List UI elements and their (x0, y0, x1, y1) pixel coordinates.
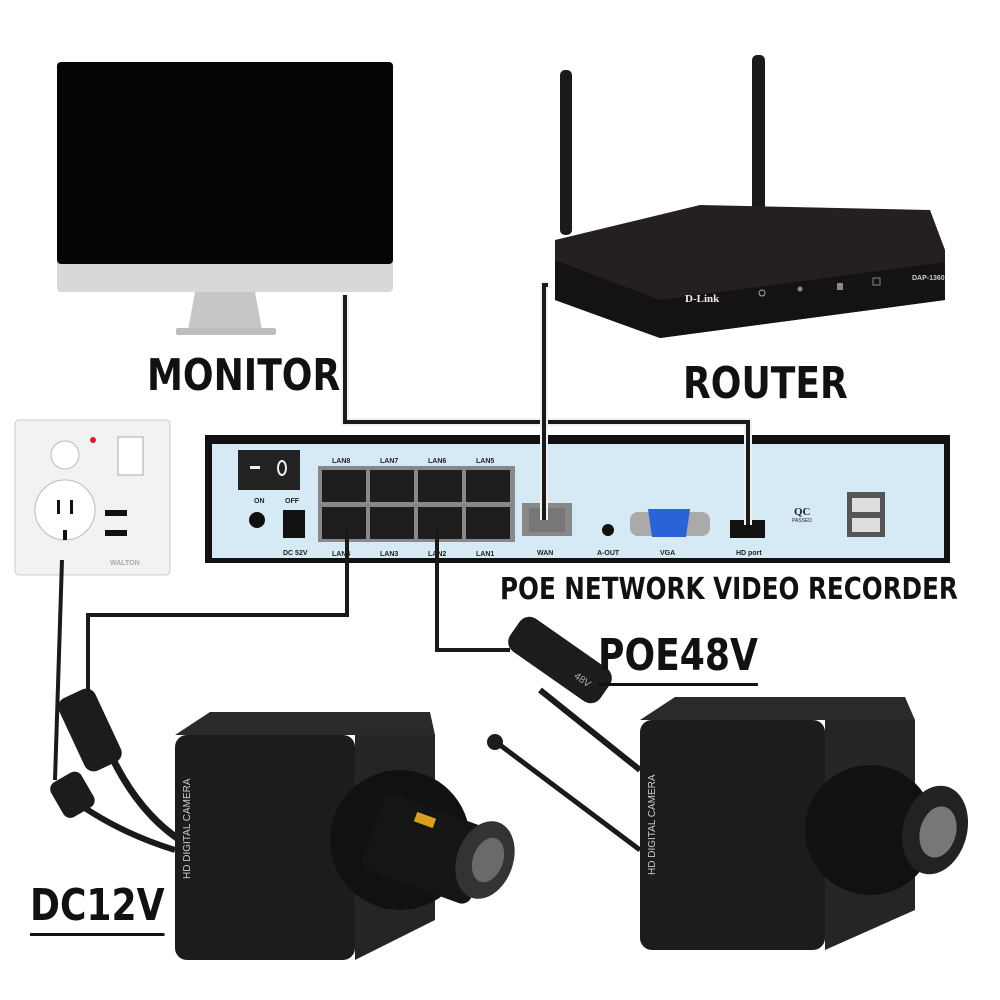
lan-port (322, 470, 366, 502)
nvr-label: POE NETWORK VIDEO RECORDER (500, 572, 958, 607)
monitor-image (57, 62, 393, 335)
switch-off-label: OFF (285, 498, 300, 505)
switch-on-label: ON (254, 498, 265, 505)
power-cable (53, 559, 64, 781)
rj45-connector-image (58, 688, 122, 772)
power-label: DC 52V (283, 550, 308, 557)
lan-port (418, 470, 462, 502)
network-cable-lan4 (86, 528, 349, 690)
lan-port-label: LAN8 (332, 458, 350, 465)
router-image: D-Link DAP-1360 (555, 55, 945, 338)
lan-port (370, 507, 414, 539)
camera-left-image: HD DIGITAL CAMERA (175, 712, 515, 960)
network-cable-lan2 (435, 528, 510, 652)
dc-connector-image (50, 771, 95, 818)
lan-port-label: LAN6 (428, 458, 446, 465)
socket-brand: WALTON (110, 560, 140, 567)
qc-mark: QC (794, 506, 811, 518)
lan-port-label: LAN5 (476, 458, 494, 465)
poe-label: POE48V (598, 630, 758, 686)
lan-port-label: LAN1 (476, 551, 494, 558)
lan-port-label: LAN4 (332, 551, 350, 558)
wall-socket-image: WALTON (14, 419, 171, 576)
network-cable-router (542, 283, 548, 520)
monitor-label: MONITOR (147, 350, 341, 401)
camera-right-text: HD DIGITAL CAMERA (647, 774, 658, 875)
lan-port-label: LAN7 (380, 458, 398, 465)
lan-port (418, 507, 462, 539)
audio-label: A-OUT (597, 550, 620, 557)
router-model: DAP-1360 (912, 275, 945, 282)
camera-left-text: HD DIGITAL CAMERA (182, 778, 193, 879)
vga-label: VGA (660, 550, 675, 557)
qc-sub: PASSED (792, 518, 812, 524)
router-brand: D-Link (685, 293, 720, 305)
lan-port (370, 470, 414, 502)
poe-module-image: 48V (487, 616, 612, 750)
lan-port (466, 507, 510, 539)
camera-right-image: HD DIGITAL CAMERA (640, 697, 969, 950)
router-label: ROUTER (683, 358, 848, 409)
lan-port (322, 507, 366, 539)
wan-label: WAN (537, 550, 553, 557)
lan-port (466, 470, 510, 502)
lan-port-label: LAN3 (380, 551, 398, 558)
hdmi-label: HD port (736, 550, 762, 557)
dc-label: DC12V (30, 880, 165, 936)
